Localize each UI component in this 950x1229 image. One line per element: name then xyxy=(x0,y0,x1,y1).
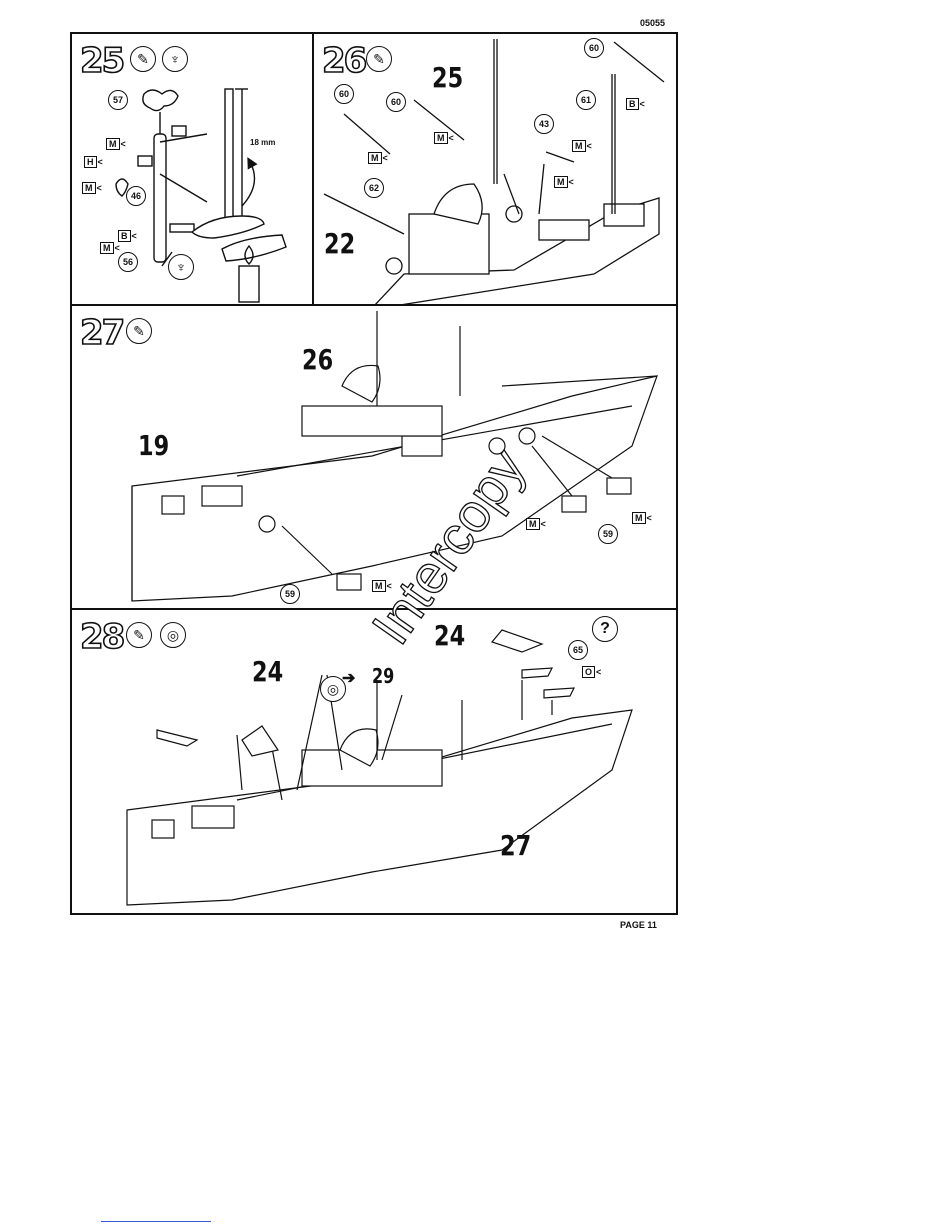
subassembly-label: 24 xyxy=(434,622,465,650)
thread-spool-icon: ◎ xyxy=(320,676,346,702)
step-28-drawing xyxy=(72,610,678,915)
paint-code: B< xyxy=(626,98,645,110)
subassembly-label: 19 xyxy=(138,432,169,460)
paint-code: M< xyxy=(526,518,546,530)
subassembly-label: 22 xyxy=(324,230,355,258)
next-step-ref: 29 xyxy=(372,666,394,686)
cement-applicator-icon: ♆ xyxy=(168,254,194,280)
step-26-drawing xyxy=(314,34,678,306)
paint-code: M< xyxy=(632,512,652,524)
part-callout: 46 xyxy=(126,186,146,206)
part-callout: 59 xyxy=(598,524,618,544)
divider xyxy=(101,1221,211,1222)
part-callout: 56 xyxy=(118,252,138,272)
paint-code: O< xyxy=(582,666,601,678)
paint-code: M< xyxy=(100,242,120,254)
paint-code: M< xyxy=(554,176,574,188)
step-27-panel: 27 ✎ 26 19 59 59 M< M< M< xyxy=(70,304,678,610)
part-callout: 62 xyxy=(364,178,384,198)
part-callout: 61 xyxy=(576,90,596,110)
paint-code: M< xyxy=(106,138,126,150)
part-callout: 57 xyxy=(108,90,128,110)
part-callout: 60 xyxy=(584,38,604,58)
paint-code: M< xyxy=(434,132,454,144)
step-26-panel: 26 ✎ 25 22 60 60 62 43 60 61 M< M< xyxy=(312,32,678,306)
part-callout: 65 xyxy=(568,640,588,660)
question-icon: ? xyxy=(592,616,618,642)
step-25-panel: 25 ✎ ♆ 57 46 56 18 mm M< H< xyxy=(70,32,314,306)
paint-code: H< xyxy=(84,156,103,168)
step-28-panel: 28 ✎ ◎ 24 24 27 ➔ 29 ◎ 65 xyxy=(70,608,678,915)
page-number: PAGE 11 xyxy=(620,920,657,930)
part-callout: 59 xyxy=(280,584,300,604)
subassembly-label: 24 xyxy=(252,658,283,686)
paint-code: M< xyxy=(572,140,592,152)
part-callout: 43 xyxy=(534,114,554,134)
subassembly-label: 27 xyxy=(500,832,531,860)
subassembly-label: 26 xyxy=(302,346,333,374)
paint-code: M< xyxy=(368,152,388,164)
subassembly-label: 25 xyxy=(432,64,463,92)
part-callout: 60 xyxy=(386,92,406,112)
part-callout: 60 xyxy=(334,84,354,104)
paint-code: M< xyxy=(82,182,102,194)
paint-code: B< xyxy=(118,230,137,242)
length-measure: 18 mm xyxy=(250,138,275,147)
kit-code: 05055 xyxy=(640,18,665,28)
